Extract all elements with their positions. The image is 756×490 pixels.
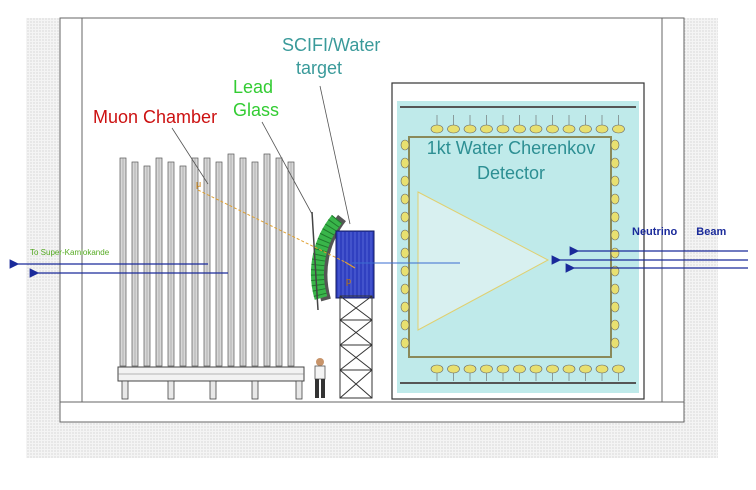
scifi-label-line1: SCIFI/Water (282, 35, 381, 55)
scifi-water-target (335, 230, 375, 299)
photomultiplier-tubes (400, 115, 625, 381)
super-kamiokande-label: To Super-Kamiokande (30, 248, 110, 257)
muon-chamber (117, 153, 305, 400)
lead-label-line1: Lead (233, 77, 274, 97)
muon-chamber-label: Muon Chamber (93, 107, 218, 127)
particle-tracks (197, 189, 460, 269)
water-cherenkov-label: 1kt Water Cherenkov Detector (394, 136, 628, 186)
support-tower (339, 295, 373, 399)
neutrino-beam-label: Neutrino Beam (632, 226, 727, 238)
water-label-line1: 1kt Water Cherenkov (426, 138, 596, 158)
water-cherenkov-tank (391, 82, 645, 400)
lead-glass (310, 211, 347, 311)
person-figure (314, 358, 326, 398)
proton-track-symbol: p (346, 276, 352, 286)
lead-label-line2: Glass (233, 100, 280, 120)
leader-lines (171, 85, 351, 225)
scifi-water-target-label: SCIFI/Water target (282, 34, 380, 80)
scifi-label-line2: target (296, 58, 343, 78)
lead-glass-label: Lead Glass (233, 76, 279, 122)
muon-track-symbol: μ (196, 179, 202, 189)
super-k-arrows (9, 259, 228, 278)
neutrino-beam-arrows (551, 246, 748, 273)
water-label-line2: Detector (476, 163, 546, 183)
